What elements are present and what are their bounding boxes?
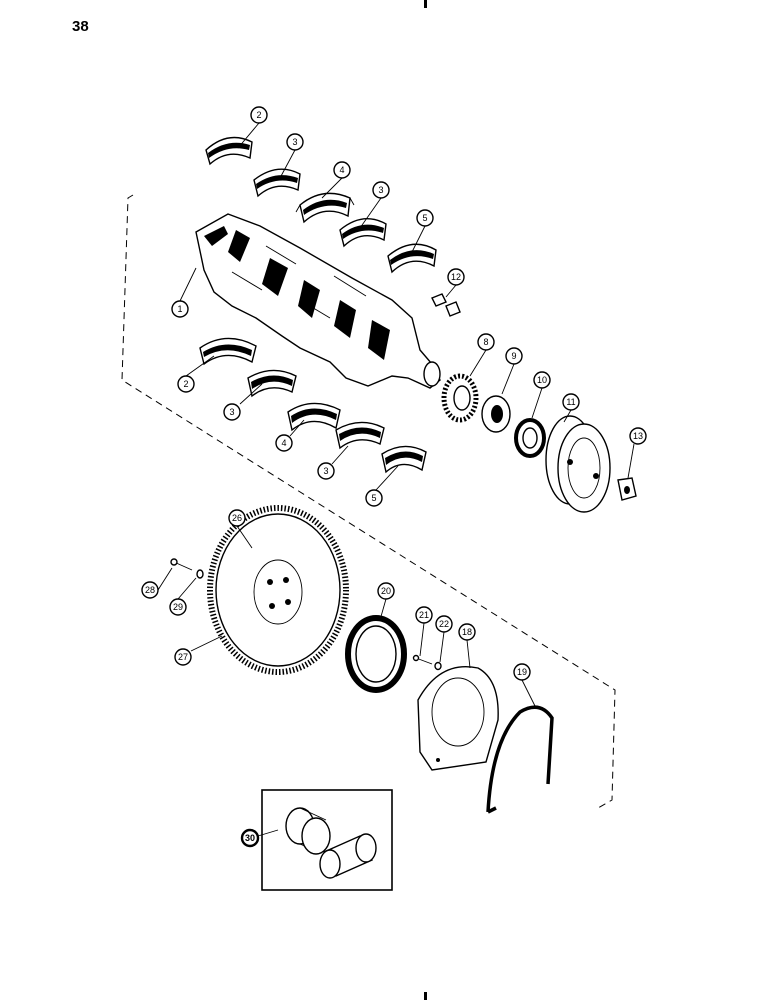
callout-3d-label: 3	[323, 466, 328, 476]
thrust-bearing-4-upper	[295, 192, 355, 224]
retainer-bolt-21	[412, 654, 433, 665]
callout-2b-label: 2	[183, 379, 188, 389]
callout-5b: 5	[365, 489, 383, 507]
callout-28-label: 28	[145, 585, 155, 595]
callout-30: 30	[240, 828, 260, 848]
callout-5b-label: 5	[371, 493, 376, 503]
bushing-30-sleeve-solid	[319, 833, 377, 879]
callout-13: 13	[629, 427, 647, 445]
bearing-half-3-upper-a	[253, 168, 301, 198]
thrust-bearing-4-lower	[287, 402, 341, 432]
callout-11-label: 11	[566, 397, 575, 407]
flywheel-ring-gear-26-27	[207, 505, 349, 675]
callout-18: 18	[458, 623, 476, 641]
callout-3d: 3	[317, 462, 335, 480]
callout-9-label: 9	[511, 351, 516, 361]
crankshaft-pulley-11	[545, 415, 611, 513]
washer-22	[434, 661, 442, 671]
bearing-half-3-lower-a	[247, 369, 297, 398]
callout-12-label: 12	[451, 272, 461, 282]
callout-3c: 3	[223, 403, 241, 421]
callout-27: 27	[174, 648, 192, 666]
callout-4a: 4	[333, 161, 351, 179]
callout-26-label: 26	[232, 513, 242, 523]
callout-26: 26	[228, 509, 246, 527]
flywheel-bolt-28	[170, 558, 193, 571]
washer-29	[196, 569, 204, 579]
woodruff-keys-12	[431, 293, 461, 317]
callout-3b-label: 3	[378, 185, 383, 195]
callout-5a: 5	[416, 209, 434, 227]
dashed-group-outline	[121, 194, 616, 809]
callout-10-label: 10	[537, 375, 547, 385]
seal-retainer-18	[417, 666, 499, 771]
bearing-half-3-upper-b	[339, 218, 387, 248]
callout-1: 1	[171, 300, 189, 318]
bearing-half-5-lower	[381, 445, 427, 474]
callout-28: 28	[141, 581, 159, 599]
callout-30-label: 30	[245, 833, 255, 843]
callout-3a: 3	[286, 133, 304, 151]
callout-22: 22	[435, 615, 453, 633]
bearing-half-5-upper	[387, 243, 437, 274]
callout-4b-label: 4	[281, 438, 286, 448]
callout-4b: 4	[275, 434, 293, 452]
callout-3b: 3	[372, 181, 390, 199]
leader-lines	[157, 122, 635, 837]
spacer-9	[481, 395, 511, 433]
bearing-half-3-lower-b	[335, 421, 385, 450]
callout-11: 11	[562, 393, 580, 411]
callout-20: 20	[377, 582, 395, 600]
callout-22-label: 22	[439, 619, 449, 629]
bearing-half-2-upper	[205, 136, 253, 166]
pulley-bolt-13	[617, 477, 637, 501]
callout-29: 29	[169, 598, 187, 616]
callout-3a-label: 3	[292, 137, 297, 147]
callout-5a-label: 5	[422, 213, 427, 223]
callout-13-label: 13	[633, 431, 643, 441]
page-number: 38	[72, 18, 89, 35]
bearing-half-2-lower	[199, 337, 257, 366]
callout-2a-label: 2	[256, 110, 261, 120]
bushing-30-sleeve	[285, 807, 331, 855]
timing-gear-8	[441, 373, 479, 423]
callout-8-label: 8	[483, 337, 488, 347]
callout-4a-label: 4	[339, 165, 344, 175]
callout-3c-label: 3	[229, 407, 234, 417]
callout-9: 9	[505, 347, 523, 365]
crankshaft	[195, 213, 441, 389]
gasket-19	[486, 705, 554, 814]
callout-19: 19	[513, 663, 531, 681]
callout-8: 8	[477, 333, 495, 351]
callout-2a: 2	[250, 106, 268, 124]
callout-20-label: 20	[381, 586, 391, 596]
callout-1-label: 1	[177, 304, 182, 314]
callout-29-label: 29	[173, 602, 183, 612]
callout-2b: 2	[177, 375, 195, 393]
oil-seal-10	[514, 418, 546, 458]
callout-27-label: 27	[178, 652, 188, 662]
callout-12: 12	[447, 268, 465, 286]
callout-21-label: 21	[419, 610, 429, 620]
callout-21: 21	[415, 606, 433, 624]
bottom-registration-mark	[424, 992, 427, 1000]
callout-18-label: 18	[462, 627, 472, 637]
rear-oil-seal-20	[345, 615, 407, 693]
top-registration-mark	[424, 0, 427, 8]
callout-19-label: 19	[517, 667, 527, 677]
callout-10: 10	[533, 371, 551, 389]
